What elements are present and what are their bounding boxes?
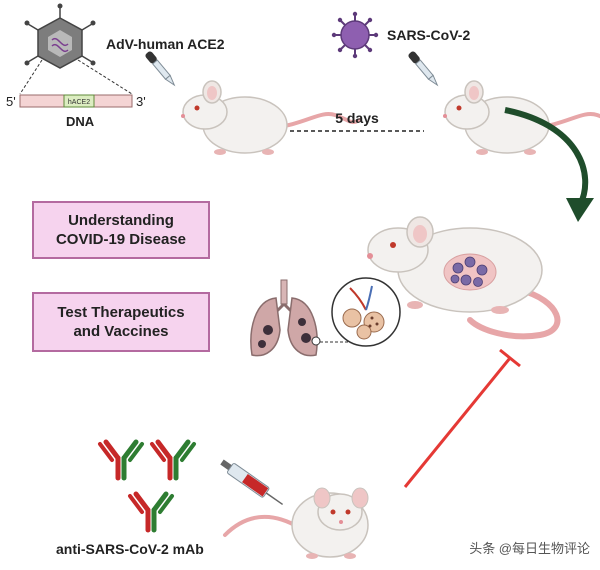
inhibition-line [403, 357, 512, 488]
therapeutics-line-1: Test Therapeutics [57, 304, 185, 321]
gene-label: hACE2 [68, 99, 90, 106]
lungs-icon [250, 279, 321, 357]
virus-icon [331, 11, 379, 59]
inhibition-bar [499, 348, 521, 368]
antibody-1-icon [100, 442, 142, 478]
dropper-1-icon [143, 49, 178, 89]
adenovirus-icon [24, 3, 96, 69]
antibody-label: anti-SARS-CoV-2 mAb [56, 541, 204, 557]
hace2-gene-segment [63, 94, 95, 108]
alveoli-icon [331, 277, 401, 347]
dna-label: DNA [66, 114, 95, 129]
infected-mouse-icon [367, 216, 561, 340]
test-therapeutics-box: Test Therapeutics and Vaccines [32, 292, 210, 352]
understanding-line-1: Understanding [68, 212, 174, 229]
treated-mouse-icon [223, 487, 369, 559]
delay-label: 5 days [335, 110, 379, 126]
virus-label: SARS-CoV-2 [387, 27, 470, 43]
progress-arrow [504, 107, 589, 207]
zoom-line-right [77, 59, 133, 95]
mouse-1-icon [179, 79, 362, 157]
understanding-line-2: COVID-19 Disease [55, 231, 187, 248]
antibody-2-icon [152, 442, 194, 478]
adv-vector-label: AdV-human ACE2 [106, 36, 225, 52]
watermark-text: 头条 @每日生物评论 [469, 541, 590, 556]
therapeutics-line-2: and Vaccines [73, 323, 169, 340]
dropper-2-icon [406, 49, 441, 89]
zoom-line-left [19, 59, 43, 95]
arrow-head-icon [566, 198, 594, 222]
understanding-disease-box: Understanding COVID-19 Disease [32, 201, 210, 259]
mouse-2-icon [441, 79, 600, 157]
antibody-3-icon [130, 494, 172, 530]
five-prime-label: 5' [6, 94, 16, 109]
syringe-icon [220, 459, 284, 506]
three-prime-label: 3' [136, 94, 146, 109]
